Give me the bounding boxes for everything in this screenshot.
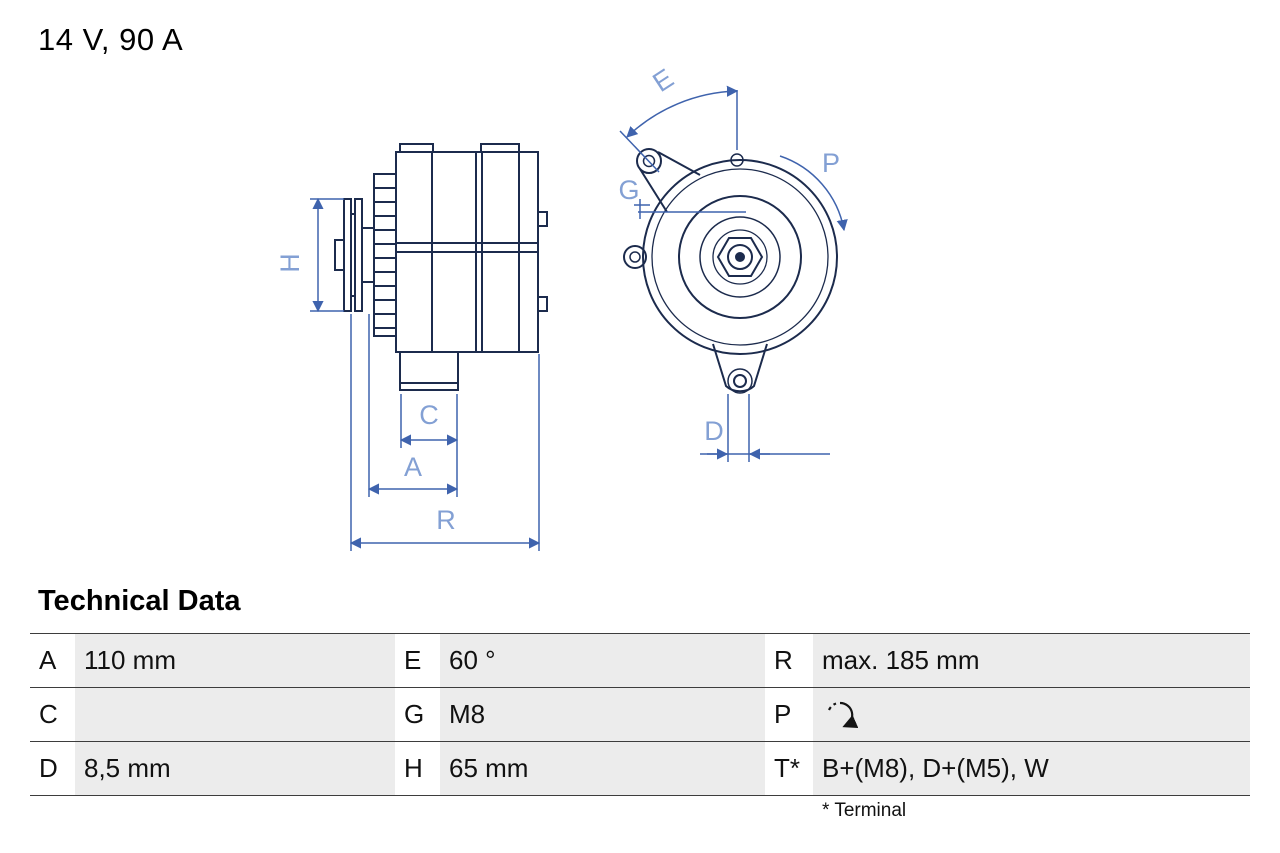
- product-rating: 14 V, 90 A: [38, 22, 184, 57]
- dim-label-P: P: [822, 148, 840, 178]
- rotation-direction-icon: [827, 701, 858, 728]
- technical-data-title: Technical Data: [38, 585, 241, 617]
- dim-value-A: 110 mm: [75, 634, 395, 687]
- dim-value-D: 8,5 mm: [75, 742, 395, 795]
- dim-label-A: A: [404, 452, 422, 482]
- alternator-drawing: H C A R E G P D: [275, 63, 848, 551]
- dimension-lines: [310, 85, 848, 551]
- dim-value-G: M8: [440, 688, 765, 741]
- front-view-drawing: [623, 148, 838, 394]
- dim-value-T: B+(M8), D+(M5), W: [813, 742, 1250, 795]
- dim-value-H: 65 mm: [440, 742, 765, 795]
- table-row: C G M8 P: [30, 687, 1250, 741]
- terminal-footnote: * Terminal: [822, 800, 907, 821]
- dim-key-D: D: [30, 742, 75, 795]
- dim-value-R: max. 185 mm: [813, 634, 1250, 687]
- dim-key-T: T*: [765, 742, 813, 795]
- technical-drawing: H C A R E G P D: [270, 40, 870, 570]
- dim-value-C: [75, 688, 395, 741]
- dim-label-R: R: [436, 505, 456, 535]
- dim-label-E: E: [647, 63, 678, 98]
- dim-key-G: G: [395, 688, 440, 741]
- dim-label-D: D: [704, 416, 724, 446]
- dim-key-A: A: [30, 634, 75, 687]
- technical-data-table: A 110 mm E 60 ° R max. 185 mm C G M8 P D…: [30, 633, 1250, 796]
- side-view-drawing: [334, 143, 548, 391]
- table-row: A 110 mm E 60 ° R max. 185 mm: [30, 633, 1250, 687]
- table-row: D 8,5 mm H 65 mm T* B+(M8), D+(M5), W: [30, 741, 1250, 795]
- dim-key-C: C: [30, 688, 75, 741]
- dim-label-C: C: [419, 400, 439, 430]
- dim-key-E: E: [395, 634, 440, 687]
- dim-label-H: H: [275, 253, 305, 273]
- dimension-labels: H C A R E G P D: [275, 63, 840, 535]
- dim-key-R: R: [765, 634, 813, 687]
- dim-key-P: P: [765, 688, 813, 741]
- dim-value-E: 60 °: [440, 634, 765, 687]
- dim-value-P: [813, 688, 1250, 741]
- dim-label-G: G: [618, 175, 639, 205]
- dim-key-H: H: [395, 742, 440, 795]
